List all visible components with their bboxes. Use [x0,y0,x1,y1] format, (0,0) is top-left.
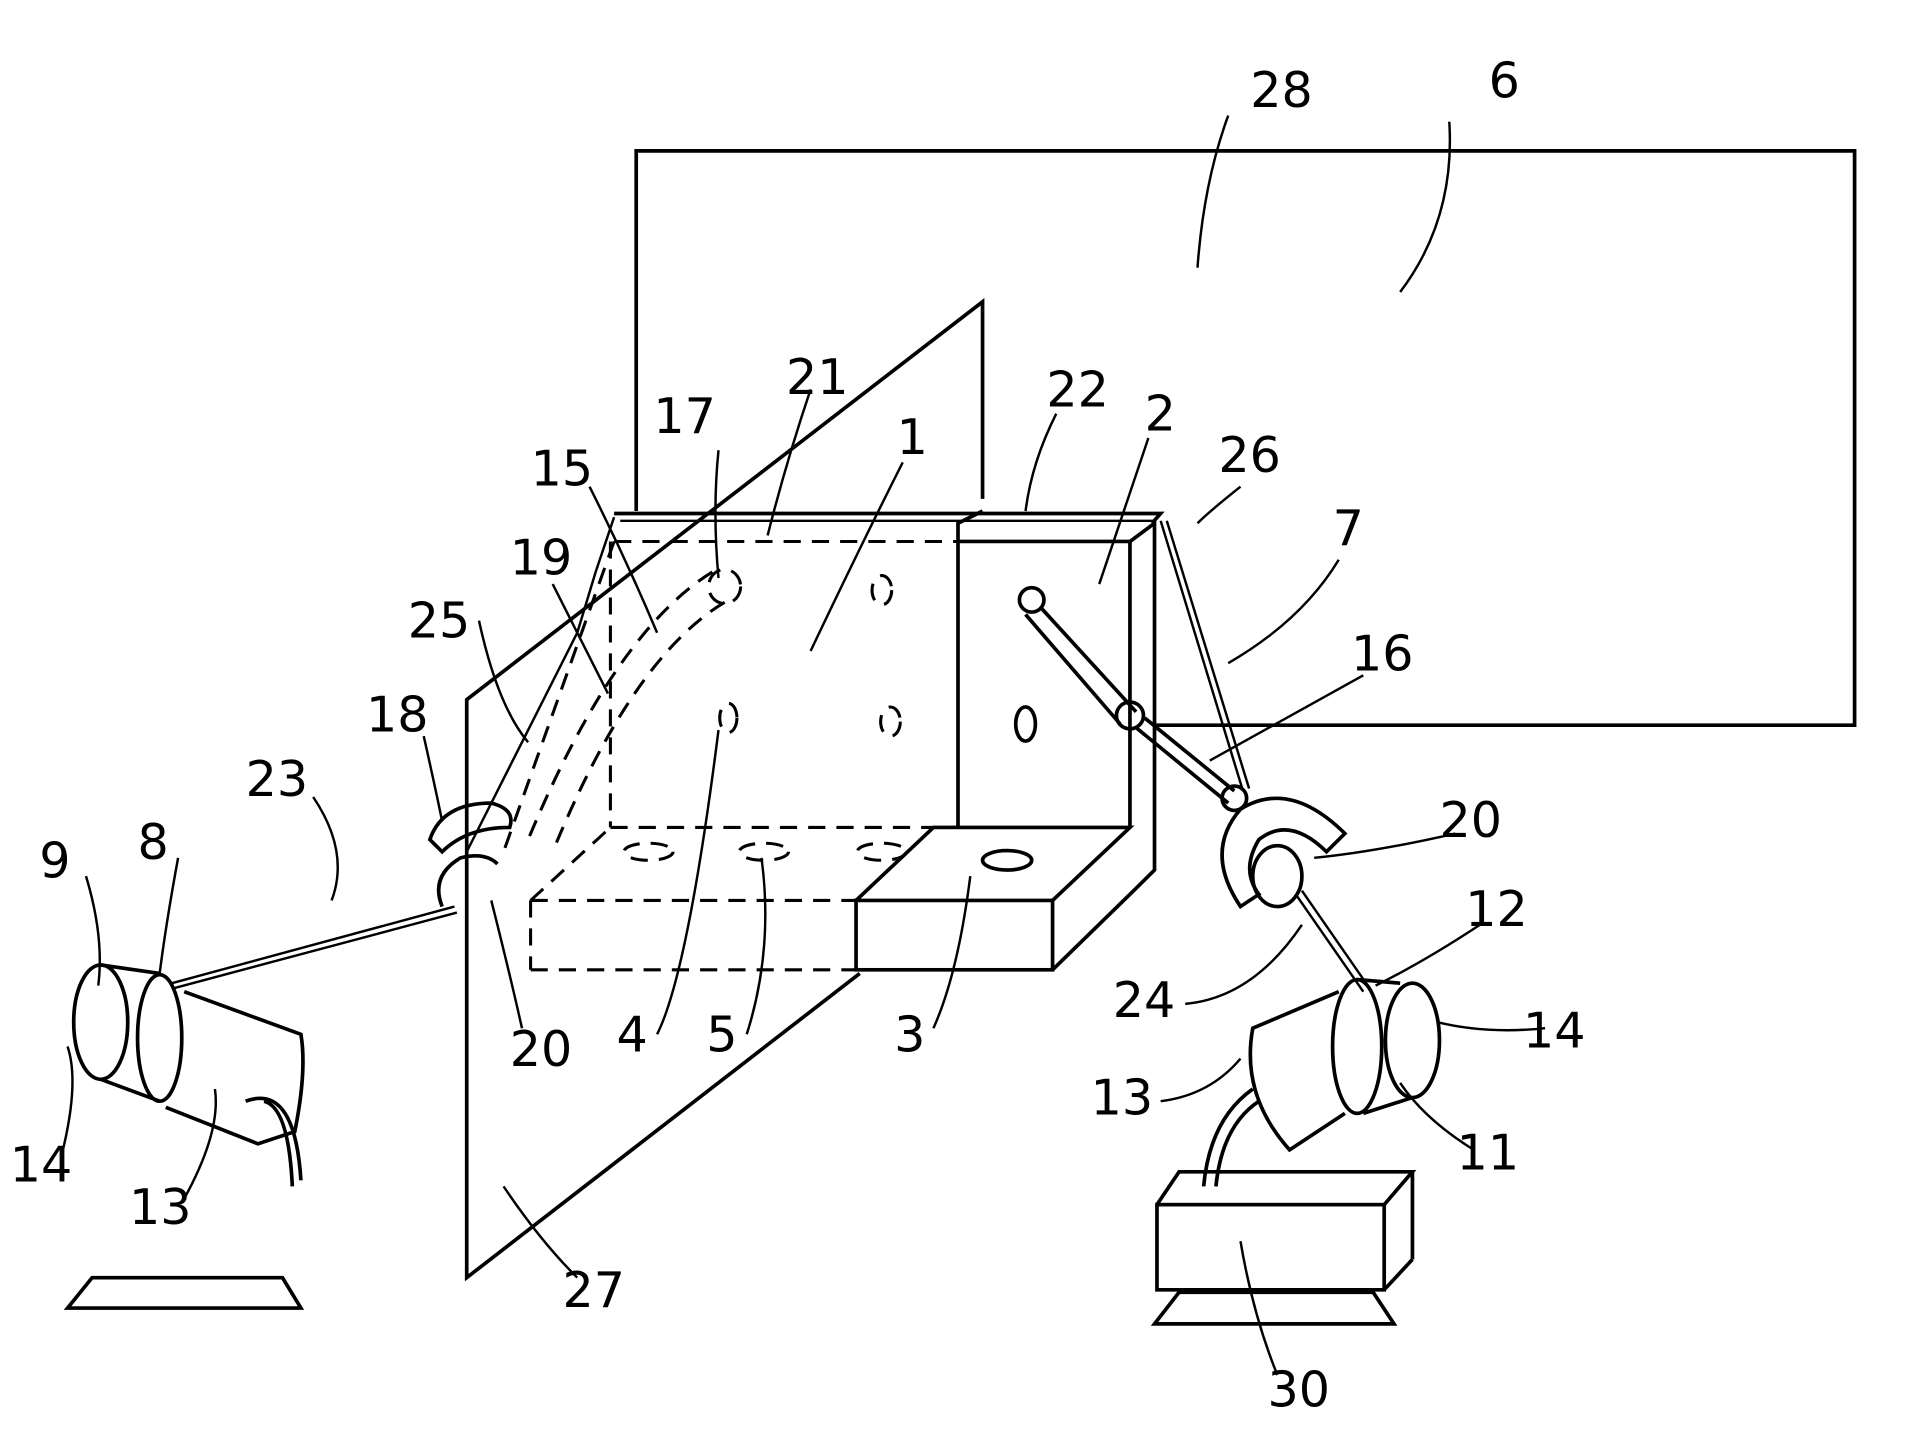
label-20-right: 20 [1439,792,1502,849]
label-6: 6 [1489,53,1520,110]
label-8: 8 [138,814,169,871]
label-13-left: 13 [129,1179,192,1236]
label-24: 24 [1113,972,1176,1029]
workpiece-1-hidden-edges [504,541,958,969]
bracket-2 [958,511,983,827]
label-22: 22 [1046,362,1109,419]
monitor-30 [1155,1172,1413,1324]
block-3-top [856,827,1130,900]
block-3-side [1053,894,1130,969]
label-2: 2 [1145,386,1176,443]
camera-12 [1204,980,1440,1187]
label-14-left: 14 [10,1137,73,1194]
label-19: 19 [510,530,573,587]
label-30: 30 [1268,1362,1331,1419]
label-5: 5 [706,1007,737,1064]
label-14-right: 14 [1523,1003,1586,1060]
label-27: 27 [563,1262,626,1319]
label-9: 9 [39,833,70,890]
tool-20-right [1222,798,1345,906]
block-3 [856,900,1053,969]
stand-left [68,1278,301,1308]
label-17: 17 [653,388,716,445]
label-25: 25 [408,593,471,650]
label-26: 26 [1218,427,1281,484]
label-1: 1 [897,409,928,466]
camera-9 [74,965,303,1186]
label-3: 3 [894,1007,925,1064]
cable-23 [172,907,454,984]
label-18: 18 [366,687,429,744]
label-21: 21 [786,349,849,406]
leader-lines [61,116,1545,1375]
label-20-left: 20 [510,1021,573,1078]
arm-16 [1019,588,1246,811]
seal-line-26 [1161,521,1243,791]
label-7: 7 [1333,500,1364,557]
label-28: 28 [1250,62,1313,119]
label-13-right: 13 [1091,1070,1154,1127]
nozzle [1253,846,1302,907]
hole [1016,707,1036,741]
cable-24 [1296,894,1364,991]
label-4: 4 [617,1007,648,1064]
label-11: 11 [1457,1125,1520,1182]
label-23: 23 [246,751,309,808]
label-16: 16 [1351,626,1414,683]
block-hole [983,851,1032,870]
label-15: 15 [531,441,594,498]
label-12: 12 [1465,881,1528,938]
